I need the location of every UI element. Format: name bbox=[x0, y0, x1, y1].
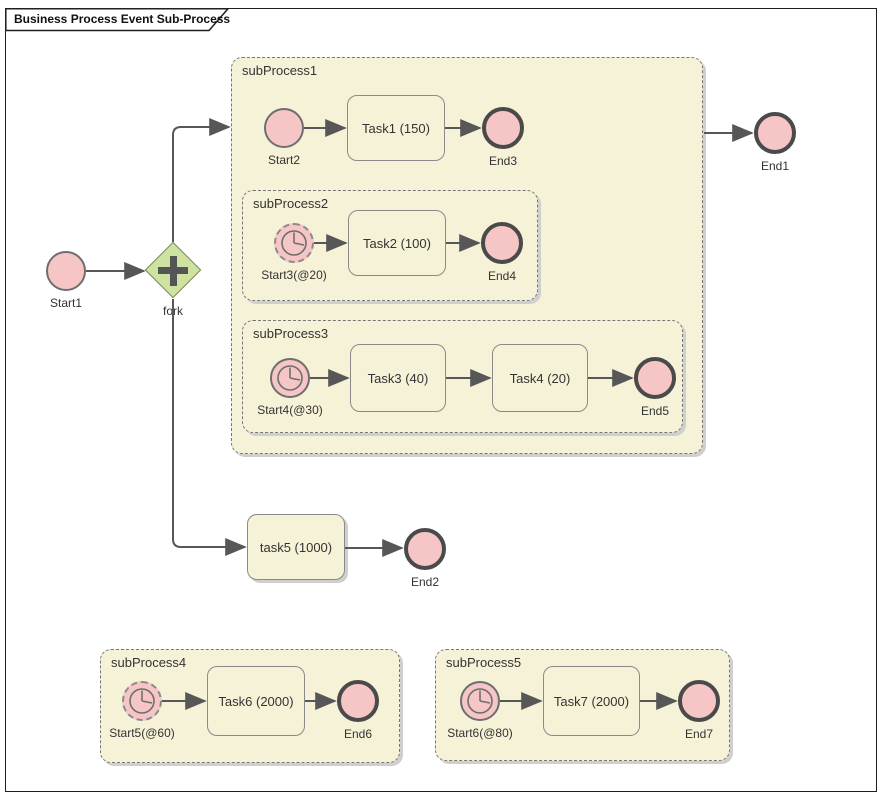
end-circle bbox=[754, 112, 796, 154]
event-label: Start4(@30) bbox=[257, 403, 323, 417]
event-label: End4 bbox=[487, 269, 517, 283]
subprocess-2-label: subProcess2 bbox=[253, 196, 329, 211]
gateway-label: fork bbox=[162, 304, 183, 318]
task-6[interactable]: Task6 (2000) bbox=[207, 666, 305, 736]
start-event-3-timer[interactable]: Start3(@20) bbox=[239, 223, 349, 282]
end-circle bbox=[481, 222, 523, 264]
start-event-6-timer[interactable]: Start6(@80) bbox=[425, 681, 535, 740]
task-5[interactable]: task5 (1000) bbox=[247, 514, 345, 580]
subprocess-1-label: subProcess1 bbox=[242, 63, 318, 78]
event-label: Start6(@80) bbox=[447, 726, 513, 740]
subprocess-3-label: subProcess3 bbox=[253, 326, 329, 341]
clock-icon bbox=[277, 365, 303, 391]
event-label: End1 bbox=[760, 159, 790, 173]
event-label: Start5(@60) bbox=[109, 726, 175, 740]
task-3[interactable]: Task3 (40) bbox=[350, 344, 446, 412]
start-event-4-timer[interactable]: Start4(@30) bbox=[235, 358, 345, 417]
subprocess-4-label: subProcess4 bbox=[111, 655, 187, 670]
event-label: End7 bbox=[684, 727, 714, 741]
plus-icon bbox=[169, 255, 177, 286]
start-circle bbox=[270, 358, 310, 398]
event-label: End2 bbox=[410, 575, 440, 589]
diagram-title: Business Process Event Sub-Process bbox=[14, 12, 231, 26]
end-event-3[interactable]: End3 bbox=[448, 107, 558, 168]
task-7[interactable]: Task7 (2000) bbox=[543, 666, 640, 736]
fork-gateway[interactable]: fork bbox=[123, 241, 223, 318]
start-circle bbox=[264, 108, 304, 148]
end-event-4[interactable]: End4 bbox=[447, 222, 557, 283]
end-circle bbox=[404, 528, 446, 570]
task-4[interactable]: Task4 (20) bbox=[492, 344, 588, 412]
subprocess-5-label: subProcess5 bbox=[446, 655, 522, 670]
end-circle bbox=[482, 107, 524, 149]
start-circle bbox=[460, 681, 500, 721]
start-circle bbox=[122, 681, 162, 721]
start-event-2[interactable]: Start2 bbox=[229, 108, 339, 167]
task-2[interactable]: Task2 (100) bbox=[348, 210, 446, 276]
end-event-1[interactable]: End1 bbox=[720, 112, 830, 173]
event-label: End6 bbox=[343, 727, 373, 741]
start-event-1[interactable]: Start1 bbox=[11, 251, 121, 310]
subprocess-3[interactable]: subProcess3 bbox=[242, 320, 683, 433]
end-event-6[interactable]: End6 bbox=[303, 680, 413, 741]
event-label: Start1 bbox=[49, 296, 82, 310]
event-label: Start2 bbox=[267, 153, 300, 167]
event-label: Start3(@20) bbox=[261, 268, 327, 282]
event-label: End3 bbox=[488, 154, 518, 168]
clock-icon bbox=[467, 688, 493, 714]
end-event-5[interactable]: End5 bbox=[600, 357, 710, 418]
start-event-5-timer[interactable]: Start5(@60) bbox=[87, 681, 197, 740]
clock-icon bbox=[281, 230, 307, 256]
start-circle bbox=[274, 223, 314, 263]
end-circle bbox=[678, 680, 720, 722]
clock-icon bbox=[129, 688, 155, 714]
end-event-7[interactable]: End7 bbox=[644, 680, 754, 741]
event-label: End5 bbox=[640, 404, 670, 418]
end-circle bbox=[337, 680, 379, 722]
end-event-2[interactable]: End2 bbox=[370, 528, 480, 589]
task-1[interactable]: Task1 (150) bbox=[347, 95, 445, 161]
start-circle bbox=[46, 251, 86, 291]
end-circle bbox=[634, 357, 676, 399]
